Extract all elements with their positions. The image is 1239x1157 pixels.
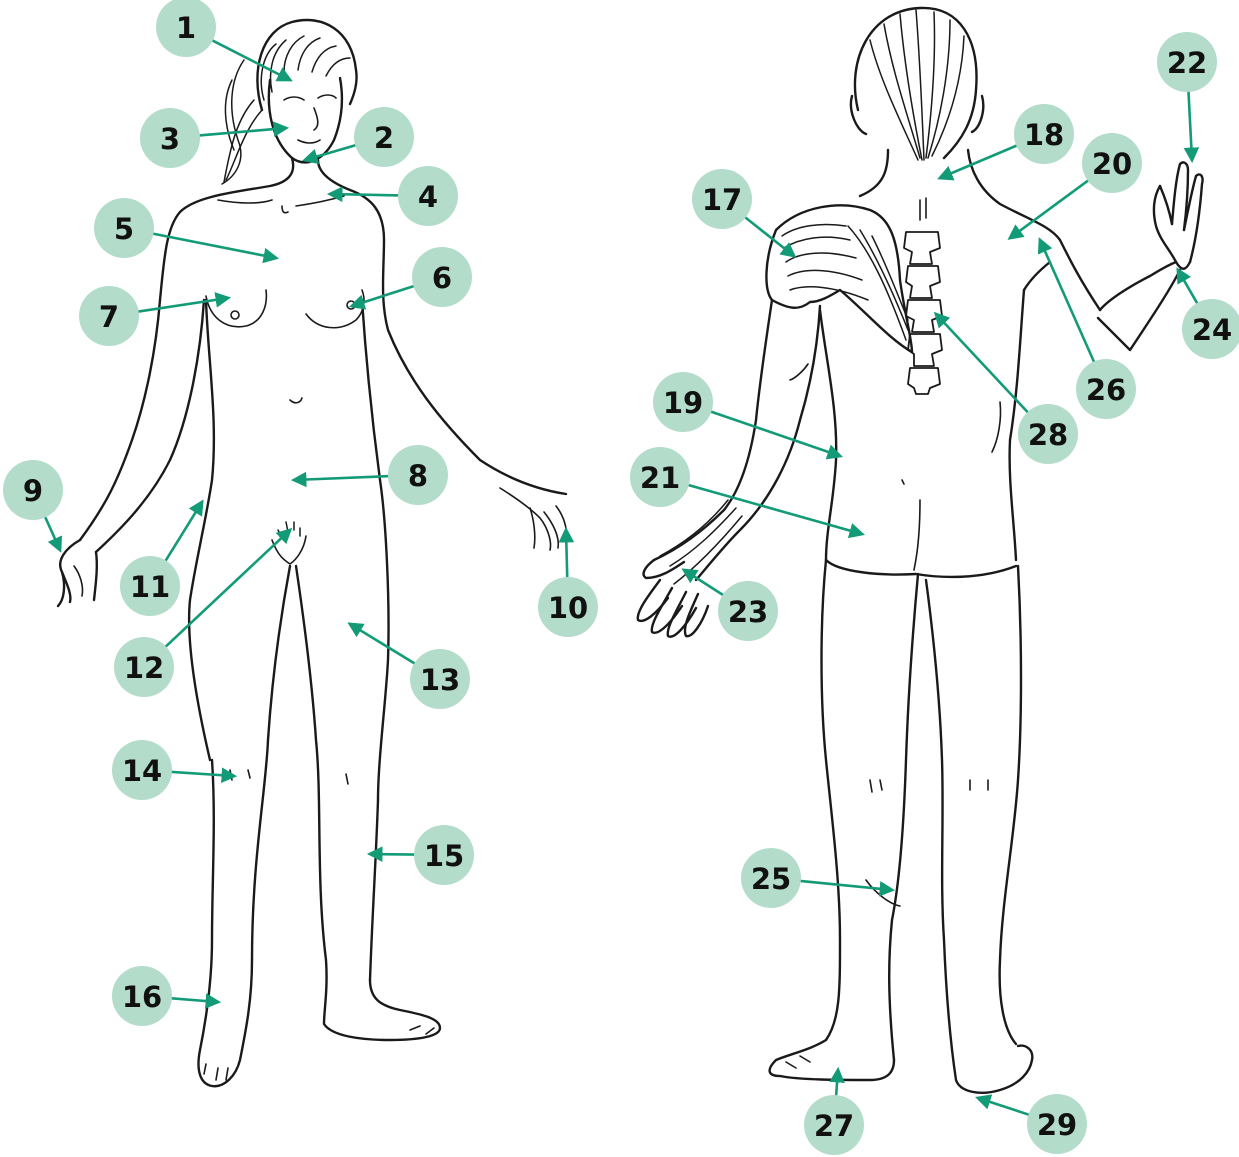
front-face bbox=[269, 78, 342, 162]
label-badge-2: 2 bbox=[354, 107, 414, 167]
arrow-26 bbox=[1040, 240, 1095, 363]
label-badge-10: 10 bbox=[538, 577, 598, 637]
label-badge-15: 15 bbox=[414, 825, 474, 885]
label-badge-23: 23 bbox=[718, 581, 778, 641]
badge-number-23: 23 bbox=[728, 595, 768, 629]
badge-number-3: 3 bbox=[160, 122, 180, 156]
arrow-15 bbox=[370, 854, 416, 855]
arrow-21 bbox=[687, 485, 862, 534]
badge-number-19: 19 bbox=[663, 386, 703, 420]
label-badge-6: 6 bbox=[412, 247, 472, 307]
badge-number-20: 20 bbox=[1092, 147, 1132, 181]
label-badge-1: 1 bbox=[156, 0, 216, 57]
label-badge-18: 18 bbox=[1014, 104, 1074, 164]
arrow-24 bbox=[1178, 270, 1198, 305]
label-badge-8: 8 bbox=[388, 445, 448, 505]
badge-number-2: 2 bbox=[374, 121, 394, 155]
arrow-14 bbox=[170, 772, 234, 776]
label-badge-4: 4 bbox=[398, 166, 458, 226]
front-legs bbox=[199, 566, 441, 1086]
front-hair bbox=[222, 20, 357, 184]
arrow-1 bbox=[211, 40, 290, 80]
badge-number-15: 15 bbox=[424, 839, 464, 873]
label-badge-28: 28 bbox=[1018, 404, 1078, 464]
label-badge-29: 29 bbox=[1027, 1094, 1087, 1154]
label-badge-27: 27 bbox=[804, 1095, 864, 1155]
label-badge-24: 24 bbox=[1182, 299, 1239, 359]
label-badge-19: 19 bbox=[653, 372, 713, 432]
arrow-7 bbox=[137, 298, 228, 312]
arrow-13 bbox=[350, 624, 416, 664]
badge-number-7: 7 bbox=[99, 300, 119, 334]
badge-number-14: 14 bbox=[122, 754, 162, 788]
badge-number-21: 21 bbox=[640, 461, 680, 495]
badge-number-28: 28 bbox=[1028, 418, 1068, 452]
badge-number-13: 13 bbox=[420, 663, 460, 697]
label-badge-14: 14 bbox=[112, 740, 172, 800]
badge-number-25: 25 bbox=[751, 862, 791, 896]
arrow-9 bbox=[45, 516, 61, 551]
back-legs bbox=[770, 560, 1033, 1093]
arrow-8 bbox=[294, 476, 390, 480]
arrow-28 bbox=[936, 314, 1029, 414]
badge-number-5: 5 bbox=[114, 212, 134, 246]
arrow-16 bbox=[170, 998, 218, 1002]
badge-number-10: 10 bbox=[548, 591, 588, 625]
label-badge-5: 5 bbox=[94, 198, 154, 258]
label-badge-26: 26 bbox=[1076, 359, 1136, 419]
label-badge-16: 16 bbox=[112, 966, 172, 1026]
arrow-11 bbox=[165, 502, 202, 562]
label-badge-3: 3 bbox=[140, 108, 200, 168]
badge-number-22: 22 bbox=[1167, 46, 1207, 80]
front-body-figure bbox=[58, 20, 567, 1086]
back-spine bbox=[904, 198, 942, 394]
badge-number-9: 9 bbox=[23, 474, 43, 508]
badge-number-4: 4 bbox=[418, 180, 438, 214]
badge-number-16: 16 bbox=[122, 980, 162, 1014]
front-right-arm bbox=[500, 488, 567, 550]
label-badge-17: 17 bbox=[692, 169, 752, 229]
label-badge-21: 21 bbox=[630, 447, 690, 507]
arrows bbox=[45, 40, 1199, 1116]
label-badge-12: 12 bbox=[114, 637, 174, 697]
arrow-12 bbox=[164, 530, 290, 648]
label-badge-11: 11 bbox=[120, 556, 180, 616]
badge-number-17: 17 bbox=[702, 183, 742, 217]
arrow-25 bbox=[799, 881, 892, 890]
label-badge-22: 22 bbox=[1157, 32, 1217, 92]
badge-number-12: 12 bbox=[124, 651, 164, 685]
badge-number-26: 26 bbox=[1086, 373, 1126, 407]
label-badge-13: 13 bbox=[410, 649, 470, 709]
front-left-arm bbox=[58, 300, 204, 606]
arrow-27 bbox=[836, 1070, 838, 1097]
badge-number-11: 11 bbox=[130, 570, 170, 604]
arrow-23 bbox=[684, 570, 724, 596]
badge-number-1: 1 bbox=[176, 11, 196, 45]
label-badge-9: 9 bbox=[3, 460, 63, 520]
arrow-29 bbox=[978, 1098, 1030, 1115]
arrow-19 bbox=[710, 411, 841, 456]
badge-number-29: 29 bbox=[1037, 1108, 1077, 1142]
badge-number-8: 8 bbox=[408, 459, 428, 493]
arrow-3 bbox=[198, 128, 286, 136]
badge-number-18: 18 bbox=[1024, 118, 1064, 152]
arrow-4 bbox=[330, 194, 400, 195]
badge-number-24: 24 bbox=[1192, 313, 1232, 347]
arrow-5 bbox=[152, 233, 277, 258]
badge-number-27: 27 bbox=[814, 1109, 854, 1143]
label-badge-7: 7 bbox=[79, 286, 139, 346]
badge-number-6: 6 bbox=[432, 261, 452, 295]
label-badge-20: 20 bbox=[1082, 133, 1142, 193]
arrow-10 bbox=[566, 530, 567, 579]
back-head bbox=[851, 8, 983, 160]
arrow-22 bbox=[1188, 90, 1192, 160]
label-badge-25: 25 bbox=[741, 848, 801, 908]
